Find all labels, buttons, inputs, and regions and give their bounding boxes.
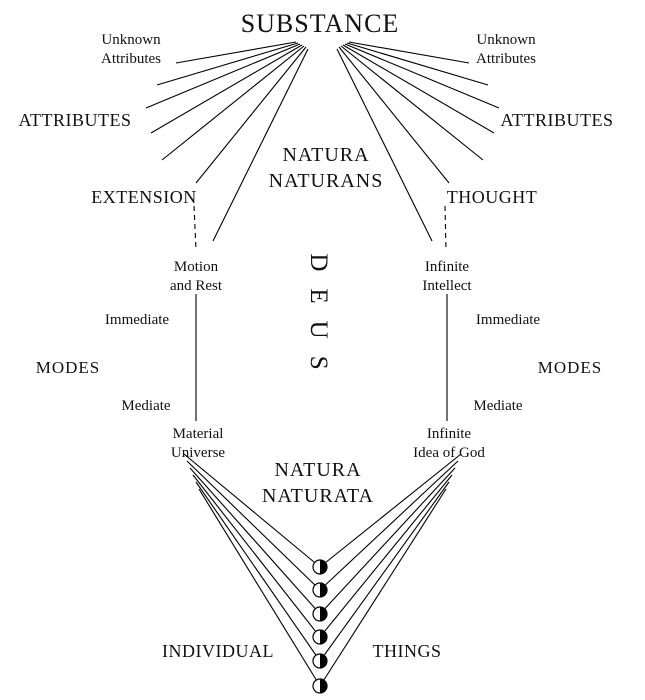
infinite-idea-of-god-label: Infinite Idea of God — [413, 425, 485, 463]
motion-and-rest-label: Motion and Rest — [170, 258, 222, 296]
infinite-intellect-label: Infinite Intellect — [422, 258, 471, 296]
infinite-idea-of-god-line2: Idea of God — [413, 445, 485, 461]
individual-things-nodes — [312, 559, 328, 694]
deus-label: DEUS — [305, 253, 332, 387]
natura-naturans-line2: NATURANS — [268, 170, 384, 192]
individual-label: INDIVIDUAL — [162, 641, 274, 661]
natura-naturata-line1: NATURA — [274, 459, 362, 481]
mediate-left-label: Mediate — [121, 398, 171, 414]
half-filled-circle-node — [312, 629, 328, 645]
dashed-connector-thought — [444, 205, 447, 251]
extension-label: EXTENSION — [91, 187, 197, 207]
unknown-attributes-line1: Unknown — [476, 32, 536, 48]
unknown-attributes-right-label: Unknown Attributes — [476, 31, 536, 69]
motion-and-rest-line2: and Rest — [169, 278, 223, 294]
material-universe-line1: Material — [172, 426, 224, 442]
unknown-attributes-line1: Unknown — [101, 32, 161, 48]
material-universe-label: Material Universe — [171, 425, 225, 463]
natura-naturans-label: NATURA NATURANS — [269, 142, 384, 194]
half-filled-circle-node — [312, 678, 328, 694]
half-filled-circle-node — [312, 559, 328, 575]
thought-label: THOUGHT — [446, 187, 538, 207]
modes-right-label: MODES — [537, 358, 603, 377]
individual-things-fan-right — [319, 453, 462, 687]
attribute-fan-left — [145, 41, 309, 242]
mediate-right-label: Mediate — [473, 398, 523, 414]
half-filled-circle-node — [312, 653, 328, 669]
modes-left-label: MODES — [35, 358, 101, 377]
attributes-right-label: ATTRIBUTES — [500, 110, 614, 130]
individual-things-fan-left — [183, 453, 321, 687]
things-label: THINGS — [372, 641, 442, 661]
motion-and-rest-line1: Motion — [173, 259, 219, 275]
attributes-left-label: ATTRIBUTES — [18, 110, 132, 130]
natura-naturata-line2: NATURATA — [262, 485, 374, 507]
infinite-intellect-line1: Infinite — [424, 259, 470, 275]
substance-label: SUBSTANCE — [240, 9, 400, 38]
natura-naturans-line1: NATURA — [282, 144, 370, 166]
material-universe-line2: Universe — [170, 445, 226, 461]
attribute-fan-right — [336, 41, 500, 242]
unknown-attributes-line2: Attributes — [476, 51, 536, 67]
dashed-connector-extension — [193, 205, 197, 251]
half-filled-circle-node — [312, 606, 328, 622]
unknown-attributes-line2: Attributes — [101, 51, 161, 67]
natura-naturata-label: NATURA NATURATA — [262, 457, 374, 509]
half-filled-circle-node — [312, 582, 328, 598]
infinite-intellect-line2: Intellect — [422, 278, 472, 294]
immediate-right-label: Immediate — [475, 312, 541, 328]
unknown-attributes-left-label: Unknown Attributes — [101, 31, 161, 69]
immediate-left-label: Immediate — [104, 312, 170, 328]
infinite-idea-of-god-line1: Infinite — [426, 426, 472, 442]
